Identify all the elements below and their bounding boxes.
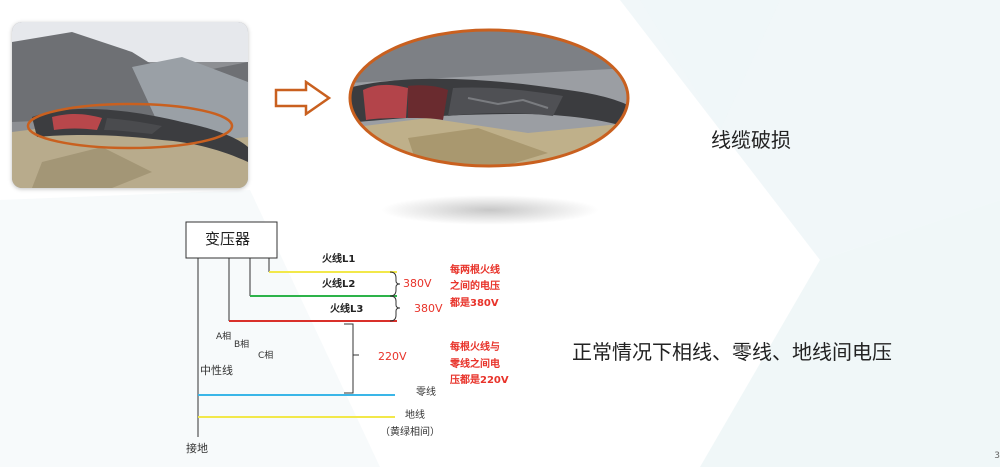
voltage-380-bottom: 380V (414, 302, 443, 315)
page-number: 3 (994, 451, 1000, 461)
phase-a-label: A相 (216, 332, 232, 342)
phase-b-label: B相 (234, 340, 250, 350)
live-l2-label: 火线L2 (322, 279, 356, 290)
earth-label: 地线 (405, 410, 425, 421)
ground-label: 接地 (186, 442, 208, 455)
oval-shadow (380, 195, 600, 225)
neutral-point-label: 中性线 (200, 364, 233, 377)
note-220-line2: 零线之间电 (450, 359, 500, 370)
phase-c-label: C相 (258, 351, 274, 361)
note-380-line2: 之间的电压 (450, 281, 500, 292)
right-arrow-icon (274, 80, 332, 116)
note-380-line1: 每两根火线 (450, 265, 500, 276)
live-l1-label: 火线L1 (322, 254, 356, 265)
note-220-line3: 压都是220V (450, 375, 509, 386)
voltage-220: 220V (378, 350, 407, 363)
transformer-label: 变压器 (205, 230, 251, 248)
voltage-caption: 正常情况下相线、零线、地线间电压 (572, 340, 892, 364)
neutral-label: 零线 (416, 387, 436, 398)
damaged-cable-photo (12, 22, 248, 188)
note-380-line3: 都是380V (450, 298, 499, 309)
earth-note: （黄绿相间） (380, 427, 440, 438)
voltage-380-top: 380V (403, 277, 432, 290)
live-l3-label: 火线L3 (330, 304, 364, 315)
damage-caption: 线缆破损 (711, 128, 791, 152)
note-220-line1: 每根火线与 (450, 342, 500, 353)
wiring-diagram: 变压器 火线L1 火线L2 火线L3 380V 380V 220V 每两根火线 … (170, 215, 570, 465)
zoomed-cable-photo (348, 28, 630, 168)
